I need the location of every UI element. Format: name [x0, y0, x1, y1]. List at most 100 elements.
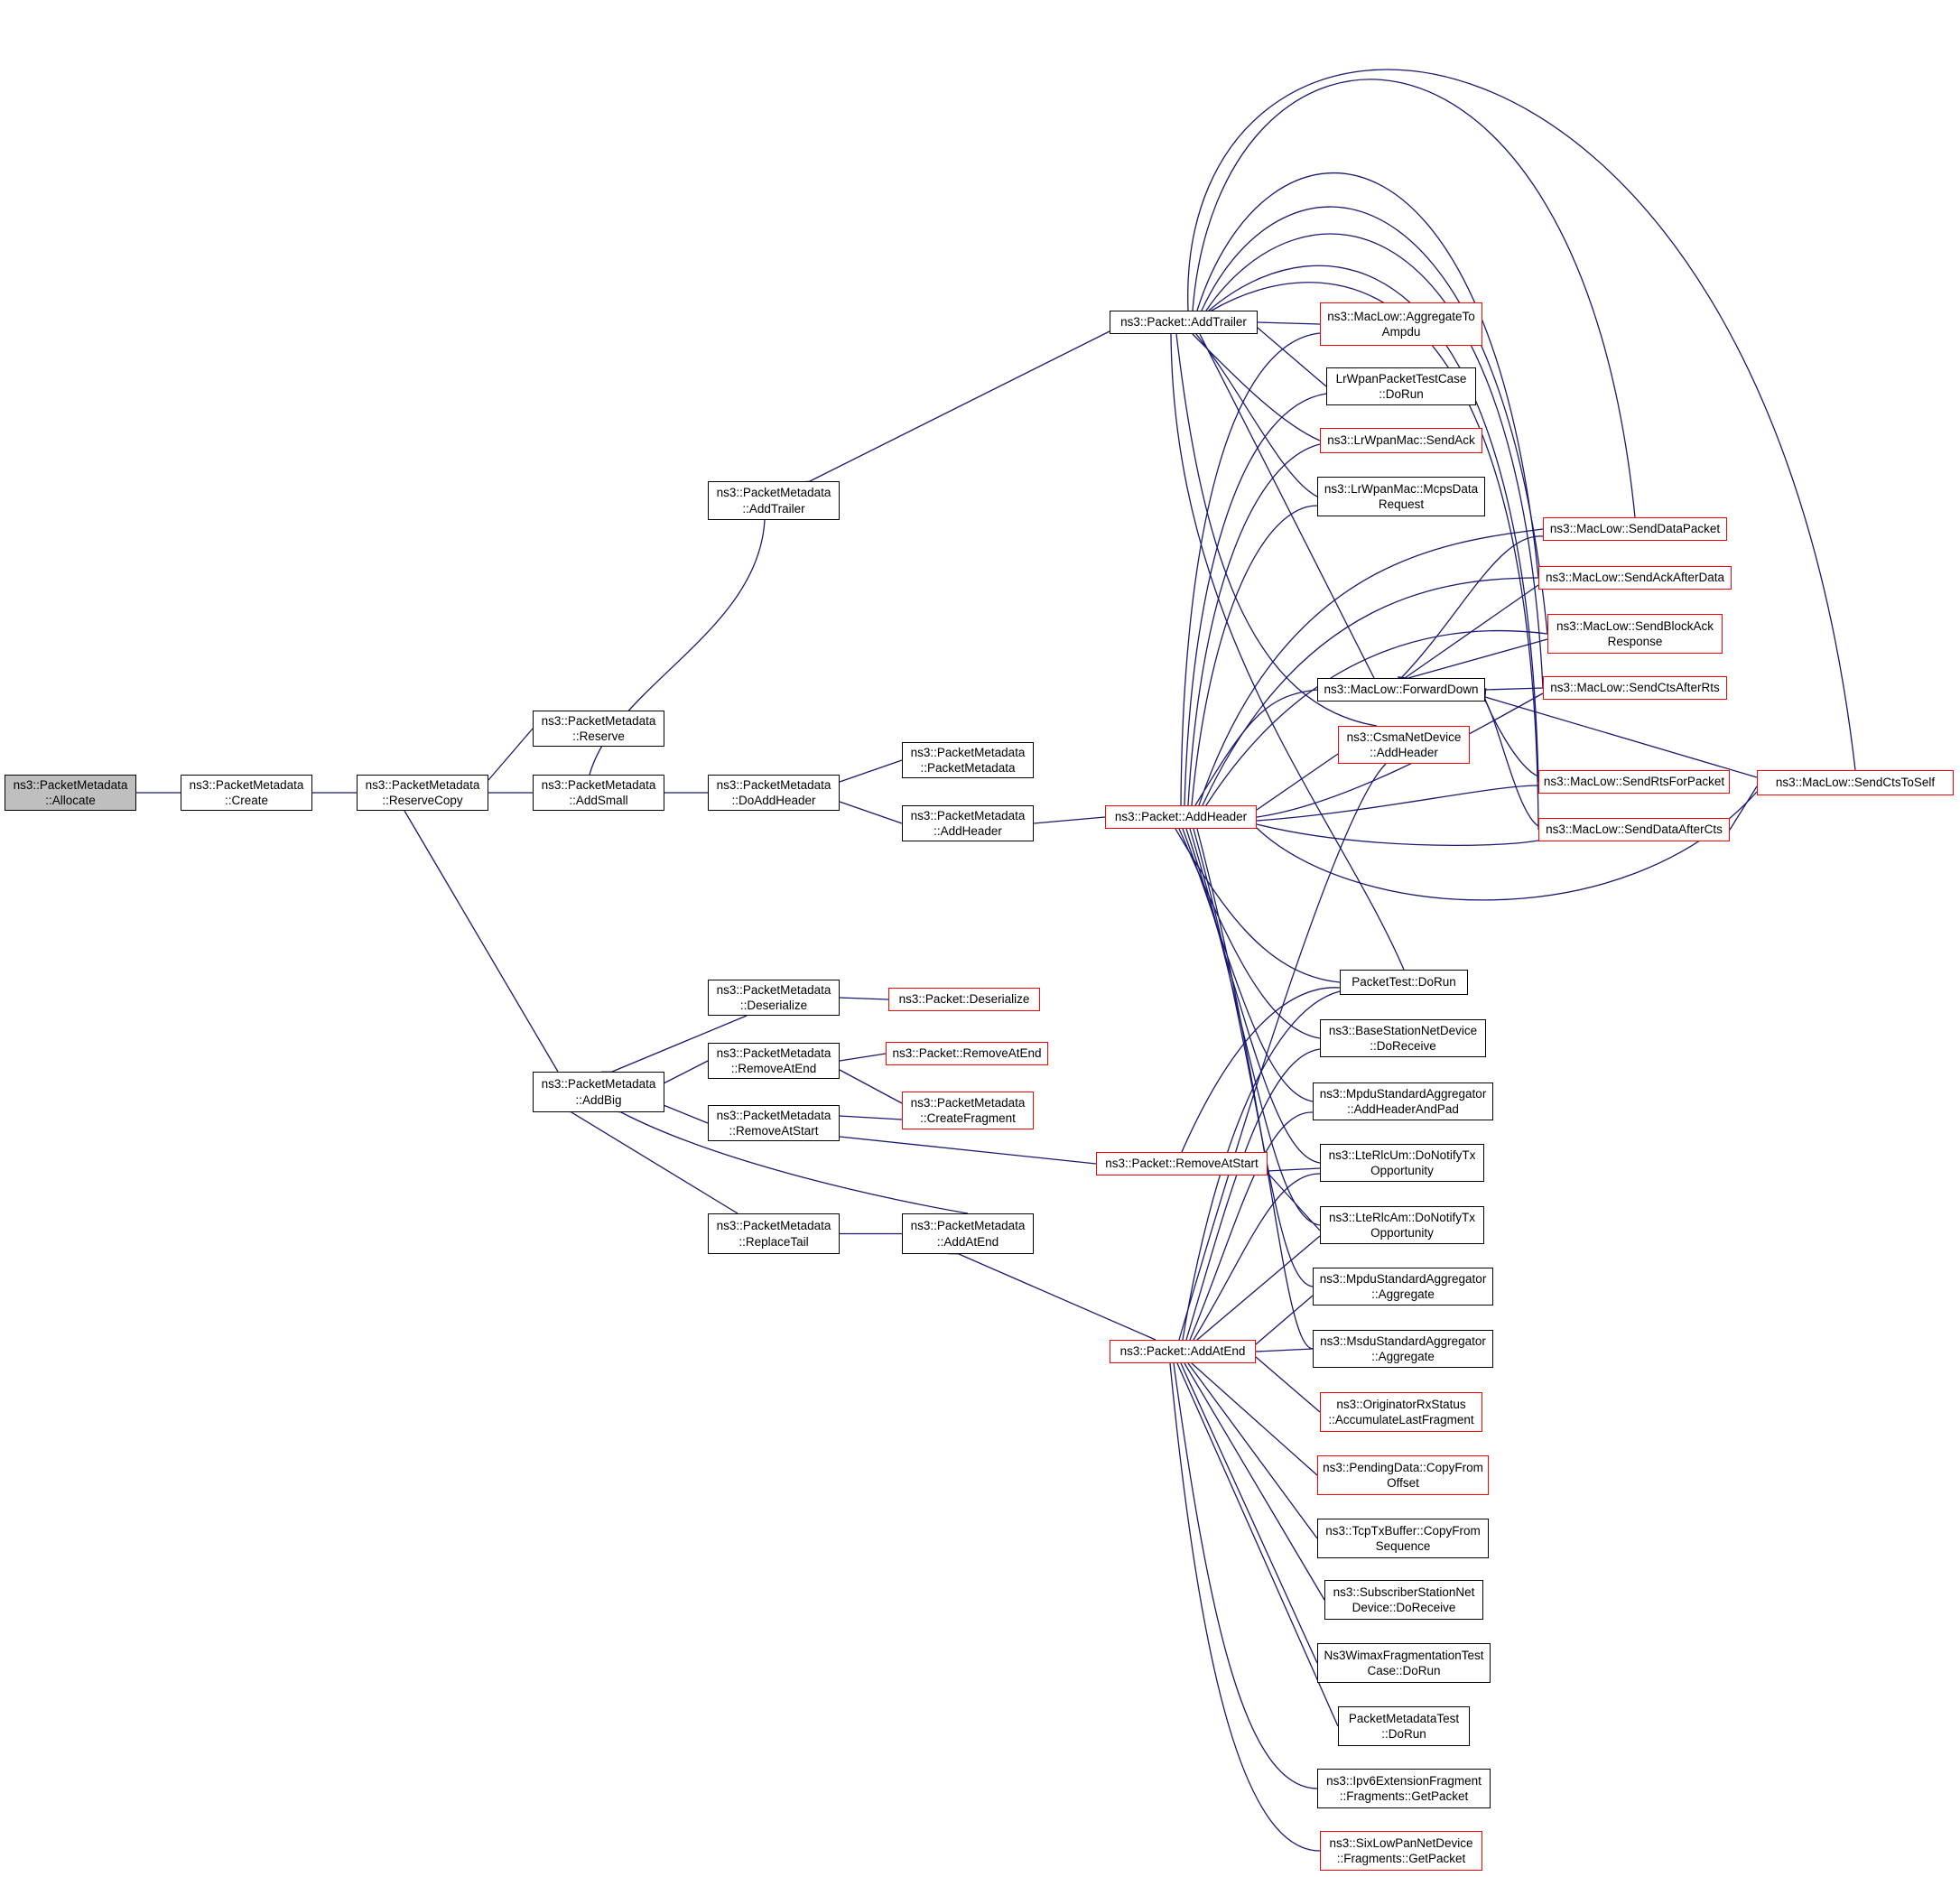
node-addsmall[interactable]: ns3::PacketMetadata::AddSmall	[533, 775, 664, 811]
call-edge-h6	[1246, 753, 1339, 820]
call-edge-f1	[1390, 535, 1544, 689]
call-edge-big1	[600, 1015, 748, 1080]
call-edge-e6	[1186, 1235, 1321, 1350]
node-pmtest[interactable]: PacketMetadataTest::DoRun	[1338, 1706, 1470, 1746]
node-sendctstoself[interactable]: ns3::MacLow::SendCtsToSelf	[1757, 770, 1954, 795]
node-removeatend[interactable]: ns3::PacketMetadata::RemoveAtEnd	[708, 1043, 840, 1079]
node-label-line: ::PacketMetadata	[920, 761, 1016, 775]
call-edge-t5	[1191, 322, 1375, 679]
node-pm-addtrailer[interactable]: ns3::PacketMetadata::AddTrailer	[708, 481, 840, 520]
node-sendrtsforpacket[interactable]: ns3::MacLow::SendRtsForPacket	[1538, 770, 1730, 794]
node-doaddheader[interactable]: ns3::PacketMetadata::DoAddHeader	[708, 775, 840, 811]
call-edge-sc	[1720, 785, 1758, 841]
call-edge-e16	[1164, 1352, 1321, 1852]
call-edge-t6	[1170, 323, 1378, 727]
node-allocate: ns3::PacketMetadata::Allocate	[5, 775, 136, 811]
node-create[interactable]: ns3::PacketMetadata::Create	[181, 775, 312, 811]
node-label-line: Opportunity	[1370, 1164, 1434, 1177]
node-sendackafterdata[interactable]: ns3::MacLow::SendAckAfterData	[1538, 566, 1732, 590]
node-label-line: ns3::MacLow::AggregateTo	[1327, 309, 1475, 323]
node-deserialize[interactable]: ns3::PacketMetadata::Deserialize	[708, 980, 840, 1016]
call-edge-f4	[1474, 685, 1544, 695]
node-p-removeatend[interactable]: ns3::Packet::RemoveAtEnd	[886, 1042, 1048, 1065]
node-label-line: ns3::MacLow::SendCtsToSelf	[1775, 776, 1936, 790]
node-label-line: ns3::PacketMetadata	[910, 808, 1026, 822]
node-mpdu-ahp[interactable]: ns3::MpduStandardAggregator::AddHeaderAn…	[1313, 1083, 1493, 1120]
node-label-line: Offset	[1387, 1476, 1419, 1490]
node-reservecopy[interactable]: ns3::PacketMetadata::ReserveCopy	[357, 775, 488, 811]
call-edge-e7	[1245, 1295, 1314, 1354]
node-label-line: ns3::Packet::AddTrailer	[1120, 315, 1247, 330]
call-edge-t1	[1247, 317, 1321, 327]
node-csma[interactable]: ns3::CsmaNetDevice::AddHeader	[1338, 726, 1470, 764]
node-lrwpantest[interactable]: LrWpanPacketTestCase::DoRun	[1326, 367, 1476, 405]
node-msdu-agg[interactable]: ns3::MsduStandardAggregator::Aggregate	[1313, 1330, 1493, 1368]
call-edge-h20	[1190, 818, 1314, 1350]
node-label-line: ns3::PacketMetadata	[910, 745, 1026, 759]
node-forwarddown[interactable]: ns3::MacLow::ForwardDown	[1317, 678, 1485, 702]
node-label-line: ::ReserveCopy	[382, 794, 463, 807]
node-label-line: ns3::SubscriberStationNet	[1333, 1584, 1475, 1599]
node-packettest[interactable]: PacketTest::DoRun	[1340, 970, 1468, 995]
call-edge-e13	[1172, 1352, 1318, 1664]
node-label-line: Case::DoRun	[1367, 1664, 1441, 1677]
node-addbig[interactable]: ns3::PacketMetadata::AddBig	[533, 1072, 664, 1112]
node-label-line: ::DoRun	[1379, 387, 1424, 401]
node-label-line: ::AddBig	[575, 1092, 622, 1107]
node-label-line: ns3::MacLow::SendDataAfterCts	[1546, 822, 1723, 837]
node-replacetail[interactable]: ns3::PacketMetadata::ReplaceTail	[708, 1213, 840, 1254]
node-label-line: ns3::PacketMetadata	[13, 777, 128, 792]
node-label-line: ::AddHeaderAndPad	[1347, 1102, 1459, 1116]
node-p-removeatstart[interactable]: ns3::Packet::RemoveAtStart	[1096, 1152, 1268, 1175]
node-p-addheader[interactable]: ns3::Packet::AddHeader	[1105, 805, 1257, 829]
node-removeatstart[interactable]: ns3::PacketMetadata::RemoveAtStart	[708, 1105, 840, 1141]
node-label-line: PacketMetadataTest	[1348, 1711, 1460, 1725]
node-originator[interactable]: ns3::OriginatorRxStatus::AccumulateLastF…	[1320, 1392, 1482, 1432]
node-sendack[interactable]: ns3::LrWpanMac::SendAck	[1320, 428, 1482, 453]
node-mpdu-agg[interactable]: ns3::MpduStandardAggregator::Aggregate	[1313, 1268, 1493, 1306]
node-label-line: ::AccumulateLastFragment	[1328, 1413, 1474, 1426]
node-pm-addheader[interactable]: ns3::PacketMetadata::AddHeader	[902, 805, 1034, 841]
call-edge-e5	[1184, 1173, 1321, 1351]
call-edge-h19	[1186, 818, 1314, 1287]
call-edge-rae1	[829, 1053, 887, 1067]
node-label-line: ns3::TcpTxBuffer::CopyFrom	[1325, 1523, 1481, 1538]
node-label-line: ns3::MpduStandardAggregator	[1319, 1271, 1487, 1286]
call-edge-f6	[1475, 690, 1539, 827]
node-label-line: Request	[1378, 497, 1425, 511]
node-sendctsafterrts[interactable]: ns3::MacLow::SendCtsAfterRts	[1543, 676, 1727, 700]
call-edge-h9	[1196, 629, 1548, 816]
node-ipv6frag[interactable]: ns3::Ipv6ExtensionFragment::Fragments::G…	[1317, 1769, 1491, 1808]
node-reserve[interactable]: ns3::PacketMetadata::Reserve	[533, 711, 664, 747]
node-senddataaftercts[interactable]: ns3::MacLow::SendDataAfterCts	[1538, 818, 1730, 841]
node-pm-ctor[interactable]: ns3::PacketMetadata::PacketMetadata	[902, 742, 1034, 778]
node-label-line: ns3::PacketMetadata	[541, 1077, 656, 1091]
node-label-line: ns3::Packet::AddHeader	[1114, 810, 1248, 824]
node-p-addtrailer[interactable]: ns3::Packet::AddTrailer	[1110, 311, 1258, 334]
node-label-line: ::AddAtEnd	[936, 1234, 999, 1249]
call-edge-big4	[561, 1103, 738, 1214]
call-edge-doadd1	[828, 759, 903, 790]
node-label-line: ::Allocate	[45, 794, 96, 807]
node-createfragment[interactable]: ns3::PacketMetadata::CreateFragment	[902, 1092, 1034, 1129]
call-edge-reservecopy	[478, 728, 534, 791]
node-label-line: ns3::LrWpanMac::McpsData	[1324, 481, 1479, 496]
node-bsnd[interactable]: ns3::BaseStationNetDevice::DoReceive	[1320, 1019, 1486, 1057]
node-senddatapacket[interactable]: ns3::MacLow::SendDataPacket	[1543, 517, 1727, 541]
node-sixlowpan[interactable]: ns3::SixLowPanNetDevice::Fragments::GetP…	[1320, 1831, 1482, 1871]
node-p-deserialize[interactable]: ns3::Packet::Deserialize	[888, 988, 1040, 1011]
node-label-line: ns3::PacketMetadata	[189, 777, 304, 792]
node-p-addatend[interactable]: ns3::Packet::AddAtEnd	[1110, 1340, 1256, 1363]
node-pm-addatend[interactable]: ns3::PacketMetadata::AddAtEnd	[902, 1213, 1034, 1254]
call-edge-h16	[1175, 817, 1314, 1102]
